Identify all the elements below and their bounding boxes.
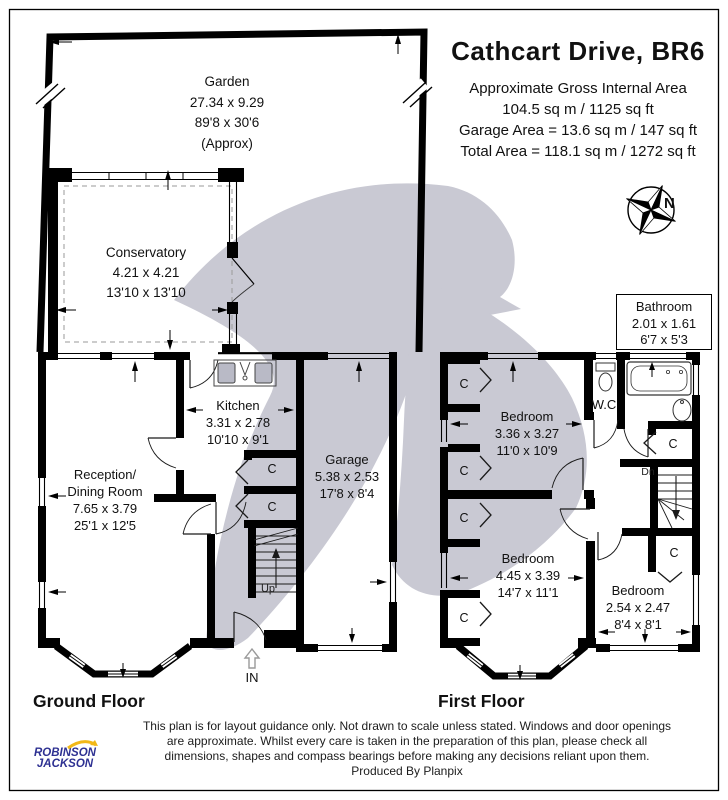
bathroom-metric: 2.01 x 1.61 bbox=[631, 315, 697, 331]
ground-floor-stairs bbox=[253, 527, 299, 593]
gross-area-value: 104.5 sq m / 1125 sq ft bbox=[502, 101, 654, 118]
conservatory-label: Conservatory 4.21 x 4.21 13'10 x 13'10 bbox=[106, 243, 186, 303]
entrance-in-label: IN bbox=[245, 670, 259, 685]
kitchen-name: Kitchen bbox=[216, 398, 260, 413]
bedroom-back-label: Bedroom 2.54 x 2.47 8'4 x 8'1 bbox=[606, 582, 670, 633]
bathtub-icon bbox=[626, 361, 692, 396]
disclaimer-line-3: dimensions, shapes and compass bearings … bbox=[164, 749, 650, 763]
wc-label: W.C bbox=[591, 397, 617, 412]
garden-label: Garden 27.34 x 9.29 89'8 x 30'6 (Approx) bbox=[190, 72, 264, 154]
dimension-arrows bbox=[48, 34, 691, 680]
stairs-up-label: Up bbox=[260, 583, 276, 595]
bathroom-name: Bathroom bbox=[635, 299, 693, 314]
kitchen-imperial: 10'10 x 9'1 bbox=[206, 432, 270, 447]
first-floor-title: First Floor bbox=[438, 691, 525, 711]
toilet-icon bbox=[595, 362, 616, 392]
garage-name: Garage bbox=[325, 452, 369, 467]
garden-note: (Approx) bbox=[201, 135, 253, 151]
garage-metric: 5.38 x 2.53 bbox=[314, 469, 380, 484]
page-title: Cathcart Drive, BR6 bbox=[451, 36, 705, 66]
gross-area-label: Approximate Gross Internal Area bbox=[469, 80, 687, 97]
bedroom-middle-metric: 4.45 x 3.39 bbox=[495, 568, 561, 583]
producer-credit: Produced By Planpix bbox=[351, 764, 463, 778]
reception-name-2: Dining Room bbox=[67, 484, 143, 499]
compass-icon bbox=[626, 185, 676, 235]
disclaimer-line-2: are approximate. Whilst every care is ta… bbox=[166, 734, 648, 748]
kitchen-label: Kitchen 3.31 x 2.78 10'10 x 9'1 bbox=[206, 397, 270, 448]
stairs-down-label: Dn bbox=[641, 466, 655, 478]
conservatory-imperial: 13'10 x 13'10 bbox=[106, 285, 186, 300]
logo-swoosh-icon bbox=[67, 740, 98, 750]
entrance-arrow-icon bbox=[243, 647, 261, 669]
garden-name: Garden bbox=[204, 74, 250, 89]
garden-metric: 27.34 x 9.29 bbox=[189, 94, 265, 110]
bedroom-middle-imperial: 14'7 x 11'1 bbox=[497, 585, 559, 600]
conservatory-metric: 4.21 x 4.21 bbox=[112, 265, 180, 280]
ground-floor-doors bbox=[147, 359, 267, 642]
compass-north-label: N bbox=[664, 195, 675, 212]
bedroom-front-name: Bedroom bbox=[500, 409, 554, 424]
bathroom-imperial: 6'7 x 5'3 bbox=[640, 332, 688, 347]
ff-closet-label-4: C bbox=[459, 611, 469, 625]
ff-closet-label-6: C bbox=[669, 546, 679, 560]
ff-closet-label-5: C bbox=[668, 437, 678, 451]
bedroom-middle-name: Bedroom bbox=[501, 551, 555, 566]
bathroom-label-box: Bathroom 2.01 x 1.61 6'7 x 5'3 bbox=[616, 294, 712, 350]
reception-name-1: Reception/ bbox=[73, 467, 137, 482]
logo-text-2: JACKSON bbox=[36, 757, 94, 770]
washbasin-icon bbox=[672, 398, 692, 422]
reception-imperial: 25'1 x 12'5 bbox=[73, 518, 137, 533]
gf-closet-label-1: C bbox=[267, 462, 277, 476]
bedroom-back-name: Bedroom bbox=[611, 583, 665, 598]
bedroom-middle-label: Bedroom 4.45 x 3.39 14'7 x 11'1 bbox=[496, 550, 560, 601]
robinson-jackson-logo: ROBINSON JACKSON bbox=[28, 740, 102, 770]
bedroom-back-imperial: 8'4 x 8'1 bbox=[614, 617, 662, 632]
garage-imperial: 17'8 x 8'4 bbox=[319, 486, 375, 501]
conservatory-structure bbox=[46, 168, 255, 356]
conservatory-name: Conservatory bbox=[105, 245, 187, 260]
ff-closet-label-2: C bbox=[459, 464, 469, 478]
ff-closet-label-3: C bbox=[459, 511, 469, 525]
ff-closet-label-1: C bbox=[459, 377, 469, 391]
first-floor-stairs bbox=[657, 474, 693, 529]
disclaimer-line-1: This plan is for layout guidance only. N… bbox=[142, 719, 672, 733]
garage-label: Garage 5.38 x 2.53 17'8 x 8'4 bbox=[315, 451, 379, 502]
ground-floor-title: Ground Floor bbox=[33, 691, 145, 711]
total-area-value: Total Area = 118.1 sq m / 1272 sq ft bbox=[460, 143, 696, 160]
kitchen-metric: 3.31 x 2.78 bbox=[205, 415, 271, 430]
reception-metric: 7.65 x 3.79 bbox=[72, 501, 138, 516]
first-floor-walls bbox=[440, 352, 700, 680]
bedroom-front-label: Bedroom 3.36 x 3.27 11'0 x 10'9 bbox=[495, 408, 559, 459]
garden-imperial: 89'8 x 30'6 bbox=[194, 115, 260, 130]
kitchen-sink-icon bbox=[213, 359, 277, 387]
logo-text-1: ROBINSON bbox=[34, 747, 96, 759]
reception-label: Reception/ Dining Room 7.65 x 3.79 25'1 … bbox=[67, 466, 142, 534]
garage-area-value: Garage Area = 13.6 sq m / 147 sq ft bbox=[458, 122, 698, 139]
first-floor-doors bbox=[479, 367, 683, 627]
gf-closet-label-2: C bbox=[267, 500, 277, 514]
bedroom-back-metric: 2.54 x 2.47 bbox=[605, 600, 671, 615]
bedroom-front-imperial: 11'0 x 10'9 bbox=[496, 443, 558, 458]
page-border bbox=[8, 8, 720, 792]
bedroom-front-metric: 3.36 x 3.27 bbox=[494, 426, 560, 441]
garden-outline bbox=[33, 28, 433, 353]
